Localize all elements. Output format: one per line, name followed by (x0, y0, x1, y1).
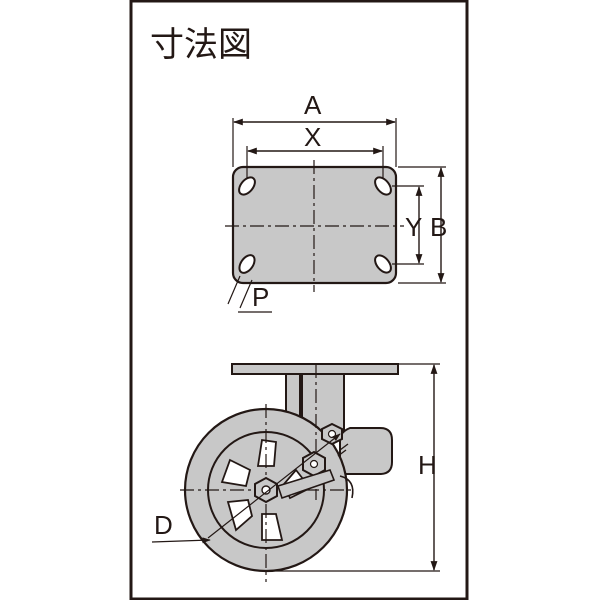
drawing-title: 寸法図 (150, 25, 252, 65)
dim-D-line (207, 433, 341, 539)
dim-P-label: P (252, 282, 269, 312)
side-view: U H D (151, 363, 440, 582)
wheel-window-1 (220, 458, 252, 488)
drawing-border (129, 0, 469, 600)
side-fork-arm (276, 469, 336, 500)
side-top-plate (231, 363, 399, 375)
dim-B-label: B (430, 212, 447, 242)
rotation-hint-2 (337, 449, 347, 457)
wheel-window-5 (261, 513, 284, 541)
swivel-nut-upper-center (327, 429, 337, 439)
mount-slot-bl (238, 254, 256, 274)
dim-P-line-1 (227, 275, 241, 305)
mount-slot-tr (374, 176, 392, 196)
dim-P-line-2 (239, 279, 253, 309)
dim-H-label: H (418, 450, 437, 480)
mount-slot-tl (238, 176, 256, 196)
dim-D-label: D (154, 510, 173, 540)
axle-nut-center (261, 485, 271, 495)
dim-D-leader (151, 537, 211, 544)
swivel-nut-lower-center (309, 459, 319, 469)
dim-A-label: A (304, 90, 322, 120)
mount-slot-br (374, 254, 392, 274)
dim-Y-label: Y (405, 212, 422, 242)
top-plate-view: A X Y B P (225, 90, 447, 313)
dim-X-label: X (304, 122, 321, 152)
brake-lever (339, 475, 354, 499)
rotation-hint-1 (339, 443, 349, 451)
wheel-window-2 (256, 438, 277, 467)
